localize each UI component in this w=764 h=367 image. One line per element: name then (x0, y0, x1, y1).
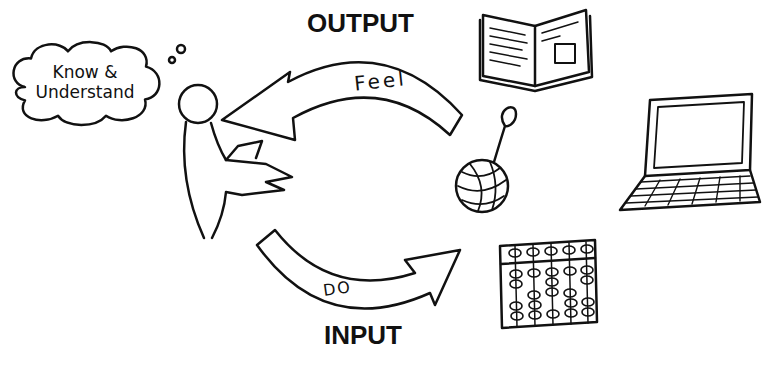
output-label: OUTPUT (307, 8, 414, 39)
arrow-outline (245, 215, 470, 325)
do-arrow: DO (245, 215, 470, 325)
arrow-outline (215, 40, 475, 150)
input-label: INPUT (324, 320, 402, 351)
yarn-ball-icon (456, 107, 516, 212)
abacus-icon (500, 240, 597, 328)
laptop-icon (620, 94, 760, 210)
thought-cloud: Know & Understand (5, 36, 165, 128)
thought-dot (177, 45, 185, 53)
book-icon (480, 10, 592, 91)
thought-text: Know & Understand (29, 62, 141, 103)
feel-arrow: Feel (215, 40, 475, 150)
thought-dot (169, 57, 175, 63)
